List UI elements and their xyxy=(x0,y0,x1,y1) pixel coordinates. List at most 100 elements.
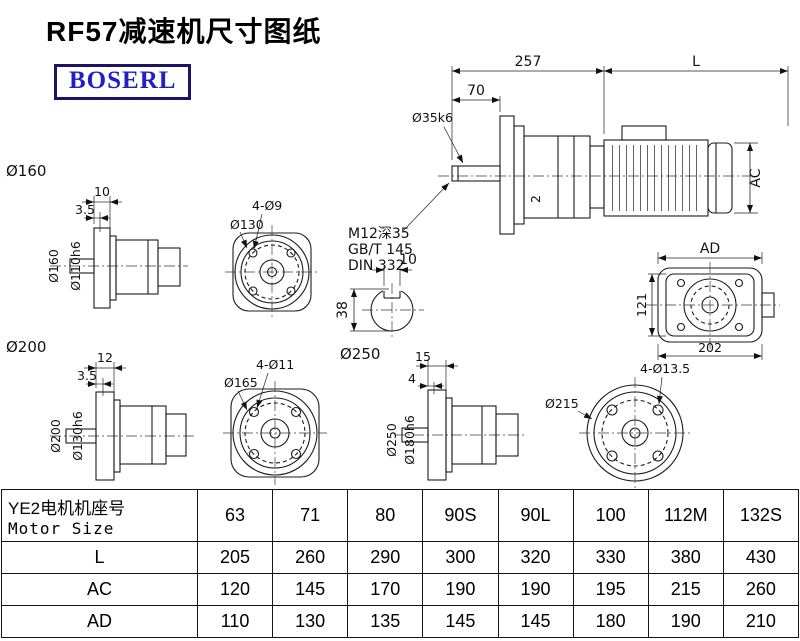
shaft-diameter-label: Ø35k6 xyxy=(412,110,453,125)
section-label-250: Ø250 xyxy=(340,345,380,363)
table-cell: 190 xyxy=(422,573,499,606)
col-header-71: 71 xyxy=(272,489,349,542)
dim-label-121: 121 xyxy=(634,293,649,317)
gear-housing xyxy=(119,405,167,465)
gearbox-housing xyxy=(523,135,591,219)
bolt-hole xyxy=(248,248,258,258)
bolt-hole xyxy=(290,406,302,418)
table-row-AD: AD 110 130 135 145 145 180 190 210 xyxy=(1,605,800,638)
flange250-side-view: 15 4 Ø250 Ø180h6 xyxy=(384,349,524,481)
dim-label-od250: Ø250 xyxy=(384,423,399,457)
dim-label-10: 10 xyxy=(94,184,110,199)
dim-label-spigot110: Ø110h6 xyxy=(68,241,83,291)
bolt-hole xyxy=(248,406,260,418)
table-cell: 145 xyxy=(497,605,574,638)
note-gb-standard: GB/T 145 xyxy=(348,242,413,258)
bolt-hole xyxy=(248,286,258,296)
bolt-hole xyxy=(734,322,744,332)
table-cell: 110 xyxy=(196,605,274,638)
bolt-hole xyxy=(290,448,302,460)
bolt-hole xyxy=(286,286,296,296)
dim-label-od215: Ø215 xyxy=(545,396,579,411)
bolt-hole xyxy=(606,450,618,462)
fan-cover xyxy=(707,142,733,214)
dim-label-AD: AD xyxy=(700,241,720,257)
output-flange xyxy=(499,115,515,235)
dim-label-od200: Ø200 xyxy=(48,419,63,453)
table-cell: 260 xyxy=(272,541,349,574)
bolt-hole xyxy=(734,278,744,288)
bolt-hole xyxy=(652,404,664,416)
gear-housing xyxy=(115,239,159,295)
table-cell: 190 xyxy=(497,573,574,606)
table-header-motor-size: YE2电机机座号 Motor Size xyxy=(1,489,198,542)
terminal-box xyxy=(621,125,667,141)
dim-label-257: 257 xyxy=(515,54,542,70)
bolt-hole xyxy=(606,404,618,416)
row-label-L: L xyxy=(1,541,198,574)
dim-label-bolt-11: 4-Ø11 xyxy=(256,357,294,372)
dim-label-12: 12 xyxy=(97,350,113,365)
table-row-AC: AC 120 145 170 190 190 195 215 260 xyxy=(1,573,800,606)
bolt-hole xyxy=(676,278,686,288)
flange215-front-view: 4-Ø13.5 Ø215 xyxy=(545,361,691,489)
motor-rear-view: AD 121 202 xyxy=(634,241,780,360)
table-cell: 290 xyxy=(347,541,424,574)
col-header-80: 80 xyxy=(347,489,424,542)
table-cell: 330 xyxy=(572,541,649,574)
dim-label-AC: AC xyxy=(748,168,764,187)
note-tapped-hole: M12深35 xyxy=(348,226,410,242)
col-header-90s: 90S xyxy=(422,489,499,542)
motor-fins xyxy=(609,145,703,211)
dim-label-bolt-9: 4-Ø9 xyxy=(252,198,282,213)
output-shaft xyxy=(451,165,501,182)
col-header-63: 63 xyxy=(196,489,274,542)
note-din-standard: DIN 332 xyxy=(348,258,405,274)
table-cell: 320 xyxy=(497,541,574,574)
bolt-hole xyxy=(676,322,686,332)
dim-label-4: 4 xyxy=(408,371,416,386)
col-header-132s: 132S xyxy=(722,489,800,542)
dim-label-3-5: 3.5 xyxy=(75,202,95,217)
table-cell: 120 xyxy=(196,573,274,606)
dim-label-2: 2 xyxy=(528,195,543,203)
dim-label-70: 70 xyxy=(467,83,485,99)
shaft-key-section-view: 10 38 xyxy=(335,252,424,337)
flange-plate xyxy=(93,227,111,309)
table-cell: 205 xyxy=(196,541,274,574)
technical-drawing-canvas: 257 L 70 Ø35k6 AC 2 M12深35 GB/T 145 DIN … xyxy=(6,54,789,489)
flange160-side-view: Ø160 10 3.5 Ø160 Ø110h6 xyxy=(6,162,188,309)
header-en: Motor Size xyxy=(8,518,115,538)
table-row-L: L 205 260 290 300 320 330 380 430 xyxy=(1,541,800,574)
dim-label-od130: Ø130 xyxy=(230,217,264,232)
bolt-hole xyxy=(652,450,664,462)
dim-label-spigot180: Ø180h6 xyxy=(402,415,417,465)
table-cell: 145 xyxy=(272,573,349,606)
dim-label-bolt-13-5: 4-Ø13.5 xyxy=(640,361,690,376)
main-assembly-view: 257 L 70 Ø35k6 AC 2 M12深35 GB/T 145 DIN … xyxy=(348,54,789,274)
col-header-100: 100 xyxy=(572,489,649,542)
dim-label-od165: Ø165 xyxy=(224,375,258,390)
section-label-200: Ø200 xyxy=(6,338,46,356)
table-cell: 260 xyxy=(722,573,800,606)
col-header-112m: 112M xyxy=(647,489,724,542)
table-cell: 215 xyxy=(647,573,724,606)
table-cell: 135 xyxy=(347,605,424,638)
motor-dimension-table: YE2电机机座号 Motor Size 63 71 80 90S 90L 100… xyxy=(1,489,800,638)
table-cell: 190 xyxy=(647,605,724,638)
table-cell: 180 xyxy=(572,605,649,638)
dimension-table-wrap: YE2电机机座号 Motor Size 63 71 80 90S 90L 100… xyxy=(1,489,800,638)
dim-label-L: L xyxy=(692,54,700,70)
table-cell: 145 xyxy=(422,605,499,638)
table-cell: 210 xyxy=(722,605,800,638)
row-label-AC: AC xyxy=(1,573,198,606)
table-header-row: YE2电机机座号 Motor Size 63 71 80 90S 90L 100… xyxy=(1,489,800,542)
dim-label-key-10: 10 xyxy=(399,252,417,268)
flange130-front-view: 4-Ø9 Ø130 xyxy=(225,198,319,319)
section-label-160: Ø160 xyxy=(6,162,46,180)
table-cell: 380 xyxy=(647,541,724,574)
dim-label-15: 15 xyxy=(415,349,431,364)
flange200-side-view: Ø200 12 3.5 Ø200 Ø130h6 xyxy=(6,338,194,481)
dim-label-spigot130: Ø130h6 xyxy=(70,411,85,461)
